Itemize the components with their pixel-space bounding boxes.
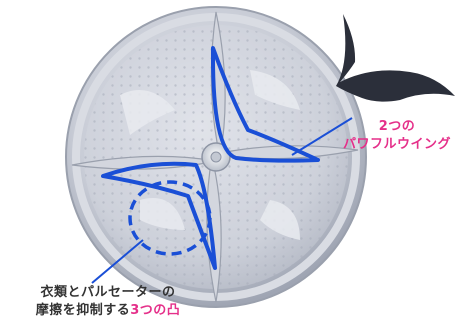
wing-annotation: 2つの パワフルウイング [330,118,464,154]
bump-leader-line [91,239,144,284]
wing-annotation-line1: 2つの [378,119,416,134]
wing-leader-line [291,117,353,156]
wing-outlines [101,46,320,270]
bump-annotation-accent: 3つの凸 [130,303,181,318]
wing-blade-icon [336,14,455,102]
bump-annotation-line2: 摩擦を抑制する3つの凸 [8,302,208,320]
bump-annotation-prefix: 摩擦を抑制する [35,303,131,318]
pulsator-bumps [120,70,300,240]
bump-annotation: 衣類とパルセーターの 摩擦を抑制する3つの凸 [8,284,208,320]
bump-annotation-line1: 衣類とパルセーターの [40,285,176,300]
bump-highlight [128,180,212,256]
wing-annotation-line2: パワフルウイング [342,137,451,152]
pulsator-hub [201,142,231,172]
